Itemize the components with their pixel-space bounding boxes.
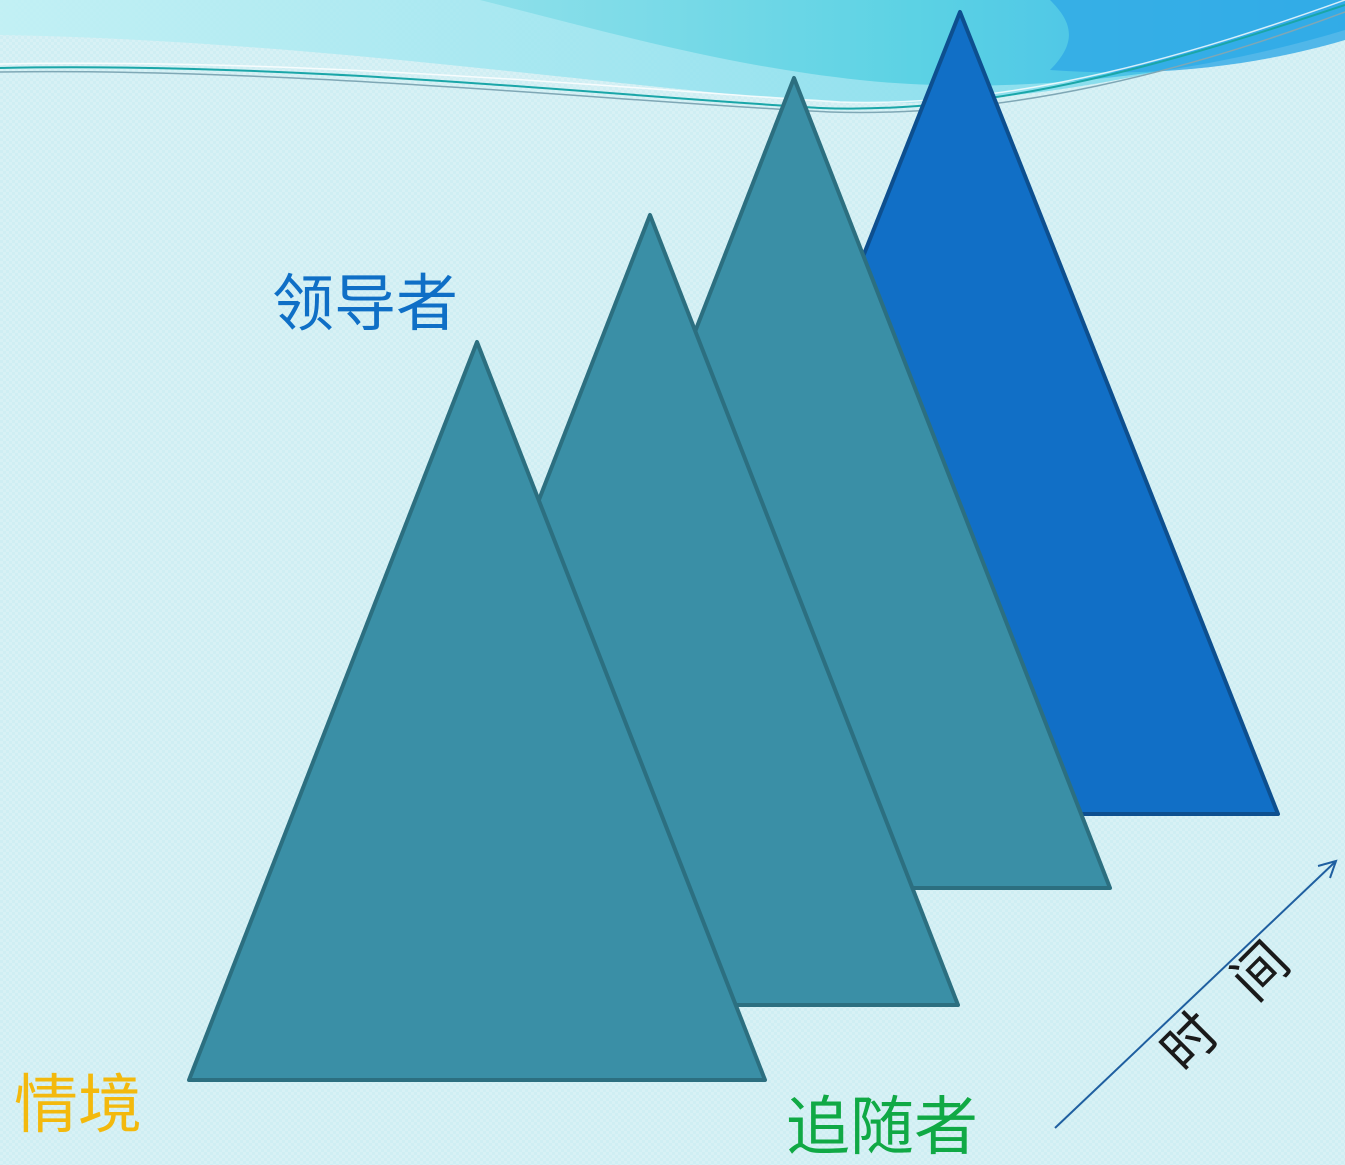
triangle-front (187, 340, 767, 1082)
situation-label: 情境 (14, 1069, 142, 1143)
follower-label: 追随者 (786, 1091, 978, 1165)
arrow-up-right-icon (1054, 859, 1338, 1129)
leader-label: 领导者 (272, 267, 459, 340)
wave-band-deep (1050, 0, 1345, 73)
wave-banner (0, 0, 1345, 114)
